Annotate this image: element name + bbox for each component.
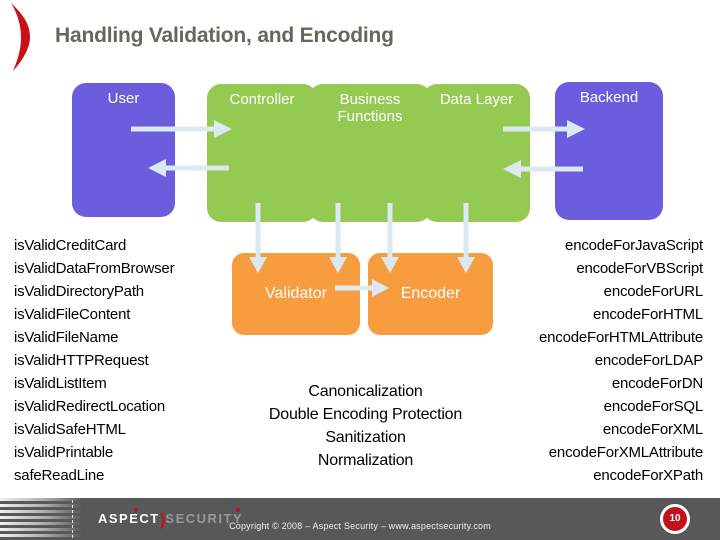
page-title: Handling Validation, and Encoding — [55, 24, 394, 47]
footer-bar — [0, 498, 720, 540]
validation-method-item: isValidSafeHTML — [14, 421, 126, 438]
encoding-method-item: encodeForSQL — [603, 398, 704, 415]
brand-paren-icon: ) — [159, 510, 166, 529]
validation-method-item: isValidCreditCard — [14, 237, 127, 254]
validator-feature-item: Normalization — [317, 452, 414, 469]
footer-stripes-decoration — [0, 498, 82, 540]
validator-feature-item: Double Encoding Protection — [268, 406, 463, 423]
validation-method-item: isValidDataFromBrowser — [14, 260, 175, 277]
encoding-method-item: encodeForDN — [611, 375, 703, 392]
box-label-user: User — [107, 90, 140, 107]
validation-method-item: isValidRedirectLocation — [14, 398, 166, 415]
box-label-business-functions: Business Functions — [337, 91, 403, 125]
box-label-data-layer: Data Layer — [439, 91, 514, 108]
encoding-method-list: encodeForJavaScript encodeForVBScript enco… — [539, 234, 703, 487]
aspect-security-logo: ASPECT)SECURITY — [98, 508, 244, 530]
diagram-box-controller: Controller — [207, 84, 317, 222]
validation-method-item: isValidFileName — [14, 329, 119, 346]
footer-dashed-divider — [72, 500, 73, 538]
diagram-box-user: User — [72, 83, 175, 217]
validator-feature-item: Canonicalization — [308, 383, 423, 400]
encoding-method-item: encodeForVBScript — [576, 260, 703, 277]
box-label-validator: Validator — [265, 285, 327, 302]
validation-method-item: isValidPrintable — [14, 444, 114, 461]
diagram-box-validator: Validator — [232, 253, 360, 335]
encoding-method-item: encodeForXML — [602, 421, 703, 438]
encoding-method-item: encodeForLDAP — [594, 352, 703, 369]
diagram-box-backend: Backend — [555, 82, 663, 220]
validation-method-item: isValidHTTPRequest — [14, 352, 149, 369]
diagram-box-data-layer: Data Layer — [423, 84, 530, 222]
validation-method-list: isValidCreditCard isValidDataFromBrowser i… — [14, 234, 175, 487]
box-label-controller: Controller — [229, 91, 295, 108]
box-label-encoder: Encoder — [400, 285, 461, 302]
brand-accent-dot — [134, 508, 138, 512]
brand-aspect: ASPECT — [98, 511, 160, 526]
encoding-method-item: encodeForXMLAttribute — [548, 444, 703, 461]
validation-method-item: safeReadLine — [14, 467, 105, 484]
validation-method-item: isValidFileContent — [14, 306, 131, 323]
diagram-box-business-functions: Business Functions — [309, 84, 431, 222]
brand-security: SECURITY — [165, 511, 244, 526]
encoding-method-item: encodeForJavaScript — [565, 237, 703, 254]
red-paren-logo-icon — [11, 3, 30, 71]
box-label-backend: Backend — [579, 89, 639, 106]
encoding-method-item: encodeForHTMLAttribute — [538, 329, 703, 346]
encoding-method-item: encodeForHTML — [593, 306, 703, 323]
encoding-method-item: encodeForURL — [603, 283, 704, 300]
page-number-badge: 10 — [660, 504, 690, 534]
diagram-box-encoder: Encoder — [368, 253, 493, 335]
brand-accent-dot — [236, 508, 240, 512]
validator-feature-item: Sanitization — [325, 429, 406, 446]
validation-method-item: isValidDirectoryPath — [14, 283, 144, 300]
copyright-text: Copyright © 2008 – Aspect Security – www… — [229, 521, 491, 531]
validation-method-item: isValidListItem — [14, 375, 107, 392]
encoding-method-item: encodeForXPath — [593, 467, 703, 484]
